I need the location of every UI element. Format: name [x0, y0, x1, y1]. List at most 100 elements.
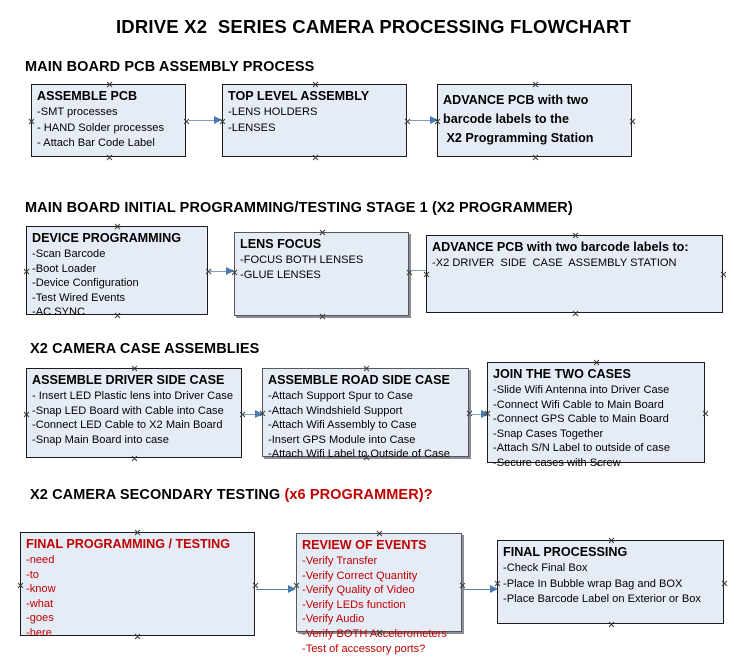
connector-handle-top[interactable] [134, 529, 141, 536]
section-heading-x2-camera-case-assemblies: X2 CAMERA CASE ASSEMBLIES [30, 341, 260, 357]
connector-handle-left[interactable] [423, 271, 430, 278]
box-line: -Check Final Box [503, 562, 588, 574]
connector-handle-top[interactable] [608, 537, 615, 544]
connector-handle-right[interactable] [466, 410, 473, 417]
flow-box-lens-focus[interactable]: LENS FOCUS -FOCUS BOTH LENSES -GLUE LENS… [234, 232, 409, 316]
box-line: -what [26, 597, 54, 610]
box-line: -Verify Correct Quantity [302, 569, 418, 582]
box-line: -Scan Barcode [32, 248, 106, 260]
box-line: -Attach Support Spur to Case [268, 390, 413, 402]
connector-handle-right[interactable] [629, 118, 636, 125]
box-title: DEVICE PROGRAMMING [32, 231, 182, 245]
connector-handle-left[interactable] [259, 410, 266, 417]
connector-handle-right[interactable] [252, 582, 259, 589]
box-line-overflow: -Test of accessory ports? [302, 642, 426, 655]
box-line: -Attach Wifi Assembly to Case [268, 419, 417, 432]
box-line: -Connect LED Cable to X2 Main Board [32, 419, 223, 432]
box-line: -Snap LED Board with Cable into Case [32, 404, 224, 417]
box-line: -Attach Windshield Support [268, 404, 403, 417]
connector-handle-top[interactable] [106, 81, 113, 88]
flow-box-advance-pcb-to-driver-side-case-assembly-station[interactable]: ADVANCE PCB with two barcode labels to: … [426, 235, 723, 313]
connector-handle-bottom[interactable] [532, 154, 539, 161]
section-heading-main-board-initial-programming-testing-stage-1: MAIN BOARD INITIAL PROGRAMMING/TESTING S… [25, 200, 573, 216]
box-title: REVIEW OF EVENTS [302, 538, 427, 552]
box-line: -FOCUS BOTH LENSES [240, 254, 364, 266]
box-line: -Snap Cases Together [493, 427, 604, 440]
box-line: -Secure cases with Screw [493, 456, 621, 469]
arrow-head-icon [226, 267, 234, 275]
connector-handle-left[interactable] [219, 118, 226, 125]
box-line: -AC SYNC [32, 306, 86, 319]
flow-box-final-programming-testing[interactable]: FINAL PROGRAMMING / TESTING -need -to -k… [17, 529, 255, 639]
connector-handle-top[interactable] [376, 530, 383, 537]
box-line: -know [26, 583, 56, 596]
connector-handle-top[interactable] [532, 81, 539, 88]
box-line: -Place Barcode Label on Exterior or Box [503, 593, 701, 605]
connector-handle-left[interactable] [484, 410, 491, 417]
box-title: ADVANCE PCB with two barcode labels to t… [443, 93, 594, 145]
connector-handle-bottom[interactable] [106, 154, 113, 161]
connector-handle-left[interactable] [434, 118, 441, 125]
connector-top-level-assembly-to-advance-pcb [409, 116, 438, 125]
section-heading-x2-camera-secondary-testing: X2 CAMERA SECONDARY TESTING (x6 PROGRAMM… [30, 487, 433, 503]
connector-driver-side-to-road-side [243, 410, 263, 419]
flow-box-final-processing[interactable]: FINAL PROCESSING -Check Final Box -Place… [497, 540, 724, 624]
connector-handle-right[interactable] [721, 580, 728, 587]
flow-box-device-programming[interactable]: DEVICE PROGRAMMING -Scan Barcode -Boot L… [23, 223, 208, 318]
connector-handle-right[interactable] [459, 582, 466, 589]
box-line: -Attach S/N Label to outside of case [493, 442, 670, 455]
connector-handle-left[interactable] [28, 118, 35, 125]
connector-handle-top[interactable] [131, 365, 138, 372]
flow-box-review-of-events[interactable]: REVIEW OF EVENTS -Verify Transfer -Verif… [293, 530, 462, 655]
box-line: -need [26, 554, 55, 566]
connector-handle-left[interactable] [231, 269, 238, 276]
section-heading-main-board-pcb-assembly-process: MAIN BOARD PCB ASSEMBLY PROCESS [25, 59, 315, 75]
connector-handle-left[interactable] [494, 580, 501, 587]
connector-handle-right[interactable] [720, 271, 727, 278]
connector-handle-left[interactable] [17, 582, 24, 589]
connector-handle-top[interactable] [319, 229, 326, 236]
box-title: ASSEMBLE DRIVER SIDE CASE [32, 373, 225, 387]
box-line: -LENSES [228, 121, 276, 134]
connector-final-programming-to-review-of-events [256, 585, 296, 594]
connector-handle-top[interactable] [312, 81, 319, 88]
connector-handle-bottom[interactable] [319, 313, 326, 320]
flow-box-assemble-pcb[interactable]: ASSEMBLE PCB -SMT processes - HAND Solde… [31, 84, 186, 157]
box-title: FINAL PROGRAMMING / TESTING [26, 537, 231, 551]
box-line: -Verify Audio [302, 613, 365, 626]
flow-box-assemble-driver-side-case[interactable]: ASSEMBLE DRIVER SIDE CASE - Insert LED P… [26, 368, 242, 458]
box-line: -Place In Bubble wrap Bag and BOX [503, 577, 683, 590]
flow-box-top-level-assembly[interactable]: TOP LEVEL ASSEMBLY -LENS HOLDERS -LENSES [222, 84, 407, 157]
box-line: -Slide Wifi Antenna into Driver Case [493, 384, 670, 396]
flow-box-assemble-road-side-case[interactable]: ASSEMBLE ROAD SIDE CASE -Attach Support … [259, 365, 469, 460]
box-title: ADVANCE PCB with two barcode labels to: [432, 240, 689, 254]
box-line: -SMT processes [37, 106, 118, 118]
connector-handle-top[interactable] [593, 359, 600, 366]
flow-box-join-the-two-cases[interactable]: JOIN THE TWO CASES -Slide Wifi Antenna i… [484, 359, 705, 469]
connector-handle-right[interactable] [239, 411, 246, 418]
connector-handle-bottom[interactable] [572, 310, 579, 317]
connector-handle-right[interactable] [406, 269, 413, 276]
connector-handle-right[interactable] [702, 410, 709, 417]
connector-handle-right[interactable] [404, 118, 411, 125]
box-line: -Insert GPS Module into Case [268, 433, 416, 446]
box-title: ASSEMBLE ROAD SIDE CASE [268, 373, 450, 387]
connector-handle-bottom[interactable] [131, 455, 138, 462]
connector-handle-bottom[interactable] [312, 154, 319, 161]
arrow-head-icon [288, 585, 296, 593]
box-line: -Snap Main Board into case [32, 433, 169, 446]
box-line: -X2 DRIVER SIDE CASE ASSEMBLY STATION [432, 257, 677, 269]
connector-handle-bottom[interactable] [608, 621, 615, 628]
connector-handle-top[interactable] [572, 232, 579, 239]
box-title: JOIN THE TWO CASES [493, 367, 631, 381]
flow-box-advance-pcb-to-x2-programming-station[interactable]: ADVANCE PCB with two barcode labels to t… [437, 84, 632, 157]
connector-handle-top[interactable] [363, 365, 370, 372]
connector-handle-right[interactable] [183, 118, 190, 125]
connector-handle-left[interactable] [23, 411, 30, 418]
connector-handle-left[interactable] [23, 268, 30, 275]
box-line: -to [26, 568, 39, 581]
box-title: LENS FOCUS [240, 237, 322, 251]
connector-handle-left[interactable] [293, 582, 300, 589]
connector-handle-top[interactable] [114, 223, 121, 230]
connector-handle-right[interactable] [205, 268, 212, 275]
